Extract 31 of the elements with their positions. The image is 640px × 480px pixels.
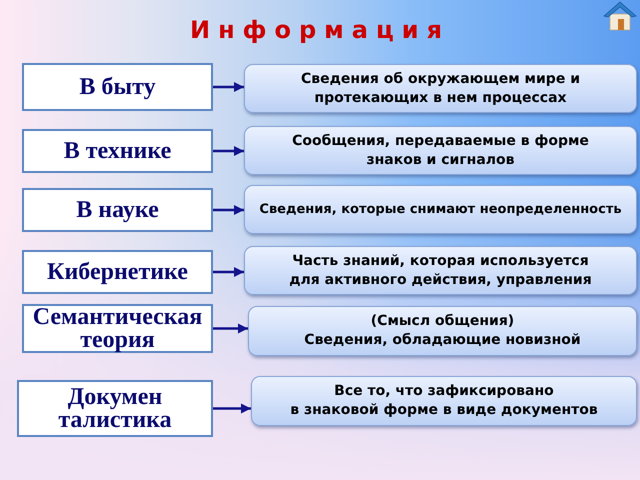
category-box xyxy=(22,304,213,353)
category-label: В быту xyxy=(79,76,156,98)
arrow xyxy=(213,82,244,92)
definition-text: (Смысл общения) Сведения, обладающие новизной xyxy=(304,312,581,350)
category-box xyxy=(22,188,213,232)
arrow xyxy=(213,146,244,156)
category-box xyxy=(17,380,213,437)
category-box xyxy=(22,250,213,294)
category-label: Кибернетике xyxy=(47,260,188,284)
category-label: В науке xyxy=(76,198,159,222)
definition-box xyxy=(251,376,637,426)
category-label: Семантическая теория xyxy=(32,306,202,352)
category-label: В технике xyxy=(64,140,172,162)
definition-text: Сведения, которые снимают неопределенность xyxy=(259,201,622,219)
category-box xyxy=(22,63,213,111)
definition-text: Часть знаний, которая используется для активного действия, управления xyxy=(289,252,592,290)
definition-box xyxy=(244,185,637,234)
arrow xyxy=(213,267,244,277)
category-box xyxy=(22,129,213,173)
definition-box xyxy=(244,126,637,175)
definition-text: Сведения об окружающем мире и протекающих в нем процессах xyxy=(300,70,580,108)
definition-box xyxy=(244,64,637,113)
arrow xyxy=(213,205,244,215)
title: Информация xyxy=(190,16,450,44)
definition-box xyxy=(244,246,637,295)
definition-text: Сообщения, передаваемые в форме знаков и сигналов xyxy=(292,132,589,170)
definition-text: Все то, что зафиксировано в знаковой форме в виде документов xyxy=(290,382,598,420)
definition-box xyxy=(248,306,637,356)
arrow xyxy=(213,404,251,414)
arrow xyxy=(213,324,248,334)
category-label: Докумен талистика xyxy=(58,386,172,432)
